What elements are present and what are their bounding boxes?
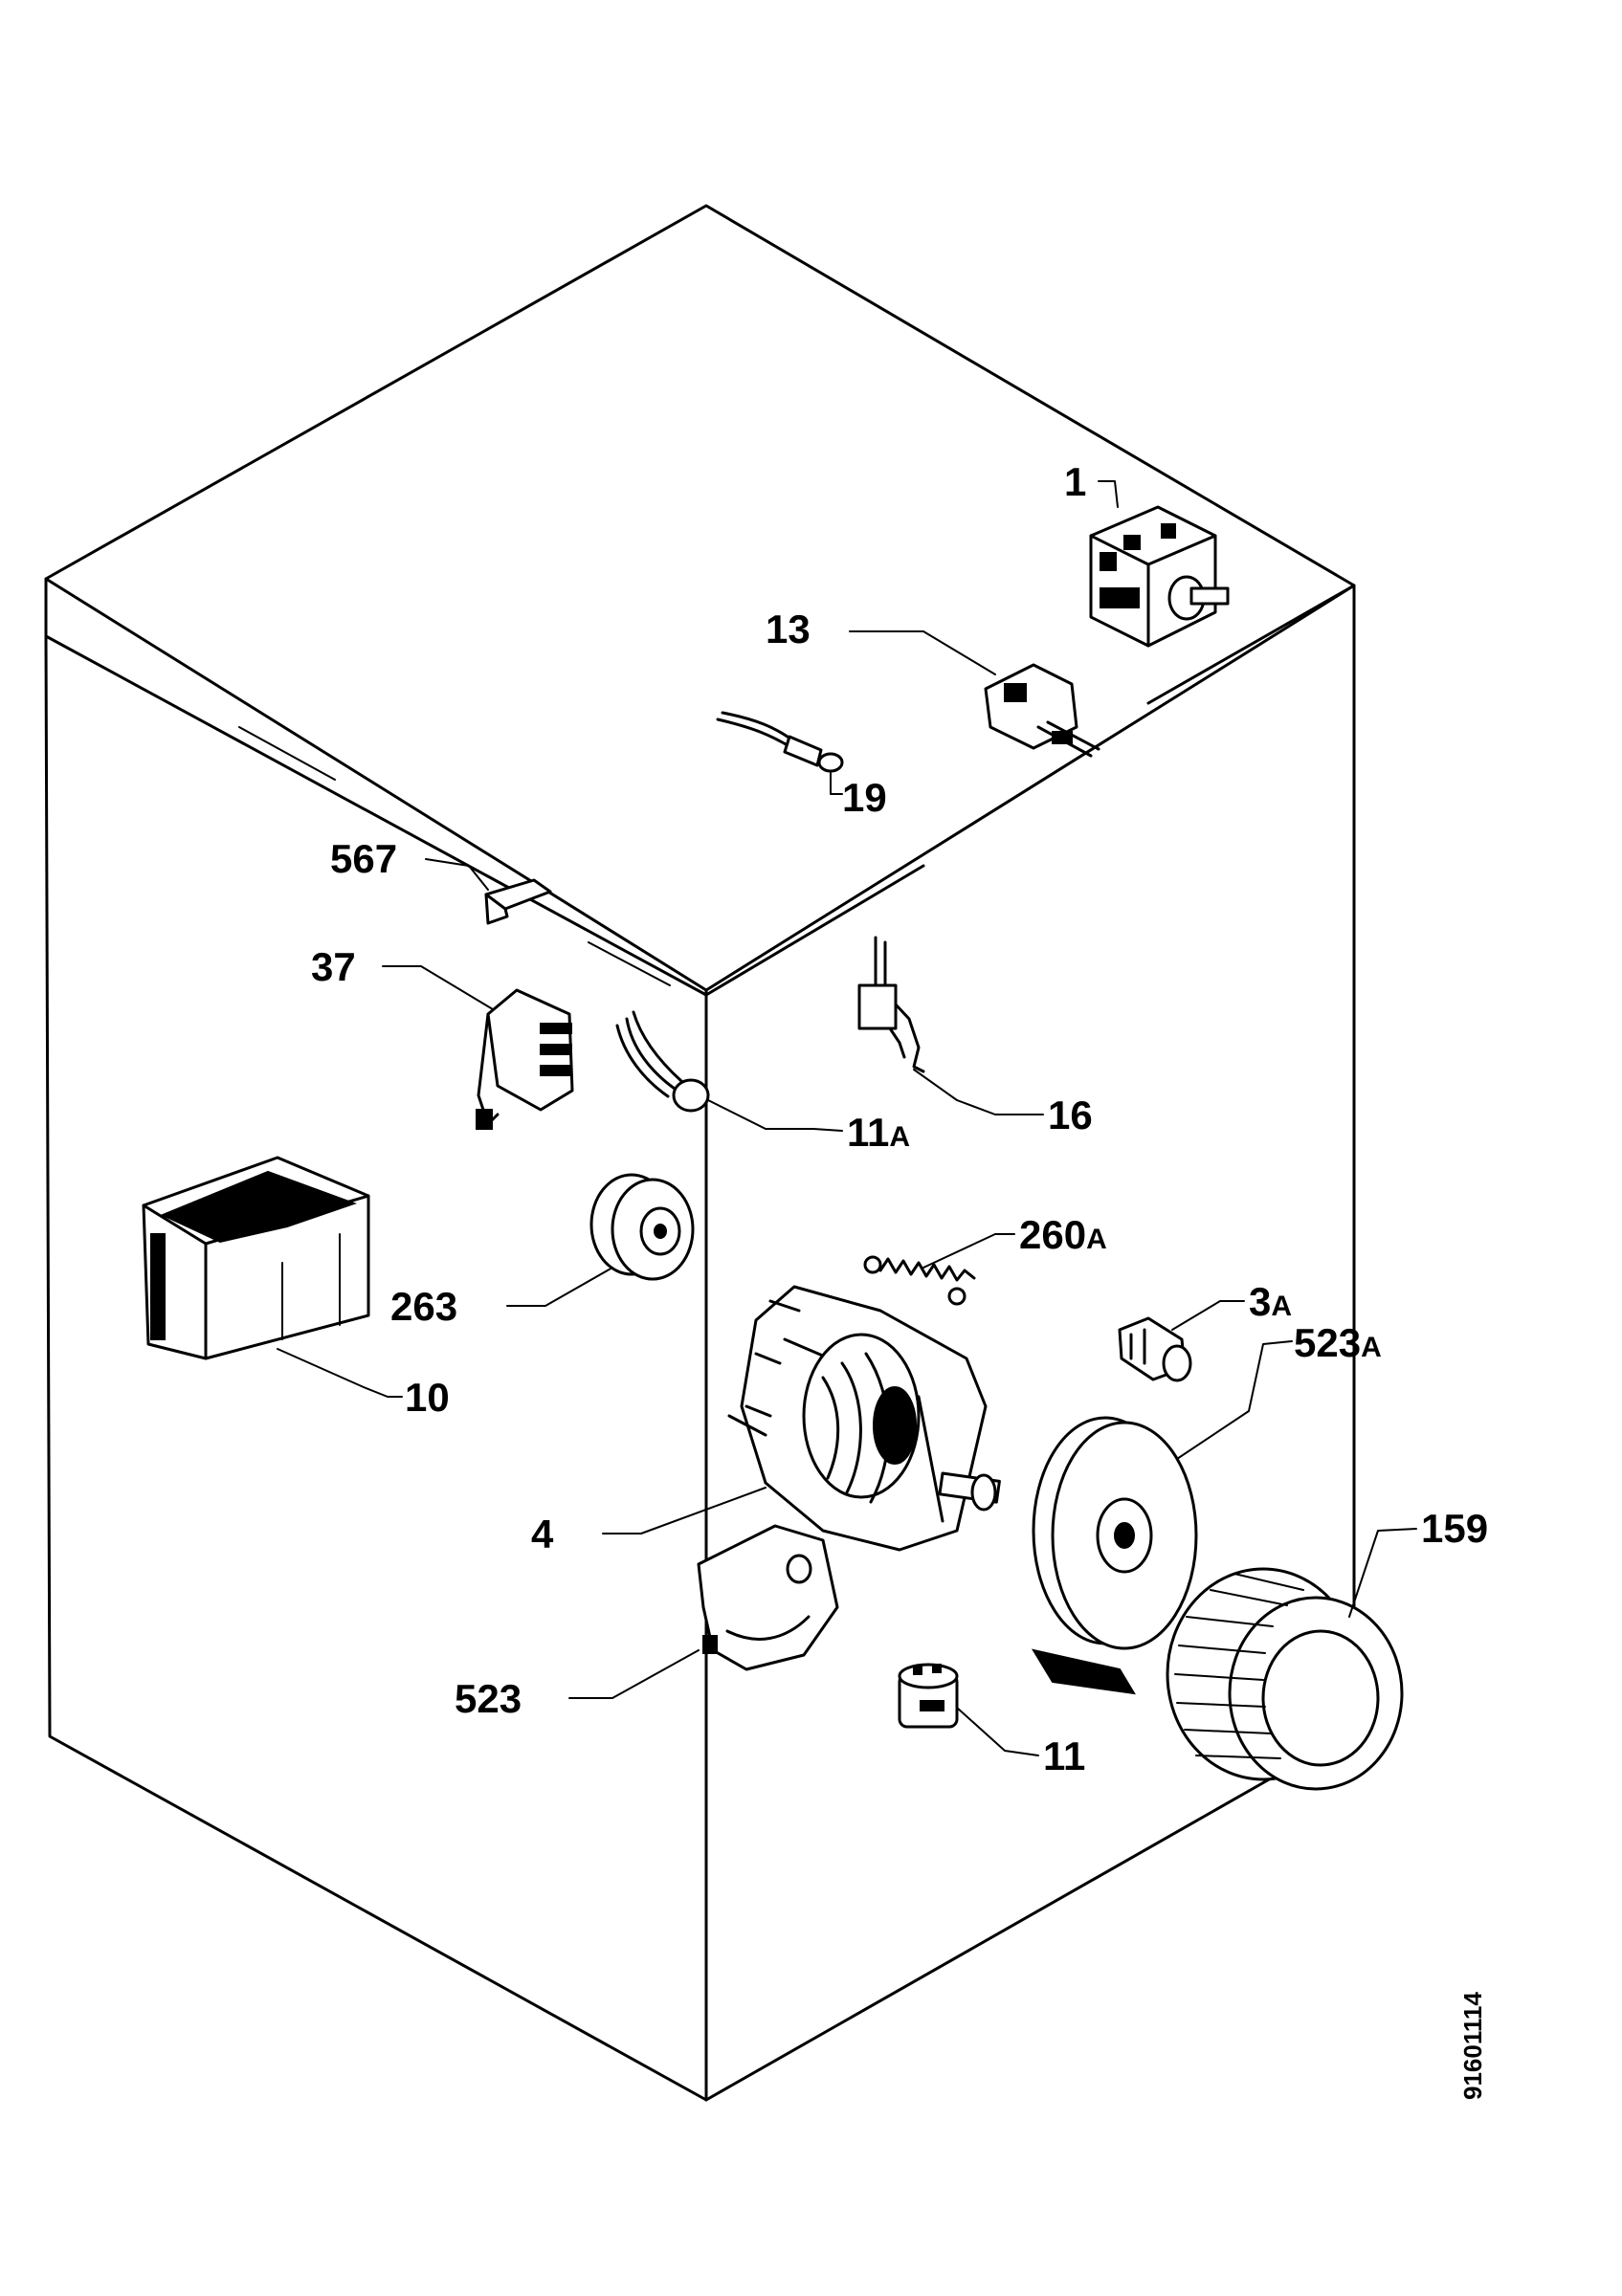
label-4: 4: [531, 1512, 554, 1556]
label-19: 19: [842, 775, 887, 820]
terminal-block-part-37: [476, 988, 574, 1130]
label-37: 37: [311, 944, 356, 989]
spring-part-260a: [863, 1255, 976, 1306]
leader-lines: [277, 480, 1417, 1756]
capacitor-part-11: [898, 1663, 959, 1729]
label-260a: 260A: [1019, 1212, 1107, 1257]
filter-box-part-10: [142, 1156, 370, 1360]
door-switch-part-16: [857, 936, 925, 1073]
label-1: 1: [1064, 459, 1086, 504]
pulley-part-263: [589, 1173, 695, 1281]
motor-part-4: [727, 1285, 1001, 1552]
label-567: 567: [330, 836, 397, 881]
drawing-code: 91601114: [1458, 1992, 1487, 2100]
label-11: 11: [1043, 1733, 1085, 1778]
label-263: 263: [390, 1284, 457, 1329]
label-11a: 11A: [847, 1110, 910, 1155]
label-159: 159: [1421, 1506, 1488, 1551]
sensor-part-19: [716, 711, 844, 773]
label-13: 13: [766, 607, 811, 651]
clip-part-567: [484, 878, 552, 925]
bracket-part-523: [697, 1524, 839, 1671]
part-labels: 1 13 19 567 37 16 11A 260A 263 3A 523A 1…: [311, 459, 1488, 1778]
label-10: 10: [405, 1375, 450, 1420]
sensor-part-11a: [615, 1010, 710, 1113]
label-16: 16: [1048, 1093, 1093, 1137]
label-523a: 523A: [1294, 1320, 1382, 1365]
label-523: 523: [455, 1676, 522, 1721]
switch-part-1: [1089, 505, 1230, 648]
sensor-part-3a: [1118, 1316, 1192, 1382]
connector-part-13: [984, 663, 1100, 758]
fan-disc-part-523a: [1031, 1416, 1198, 1695]
label-3a: 3A: [1249, 1279, 1292, 1324]
blower-wheel-part-159: [1166, 1567, 1404, 1791]
cabinet-outline: [44, 204, 1356, 2102]
